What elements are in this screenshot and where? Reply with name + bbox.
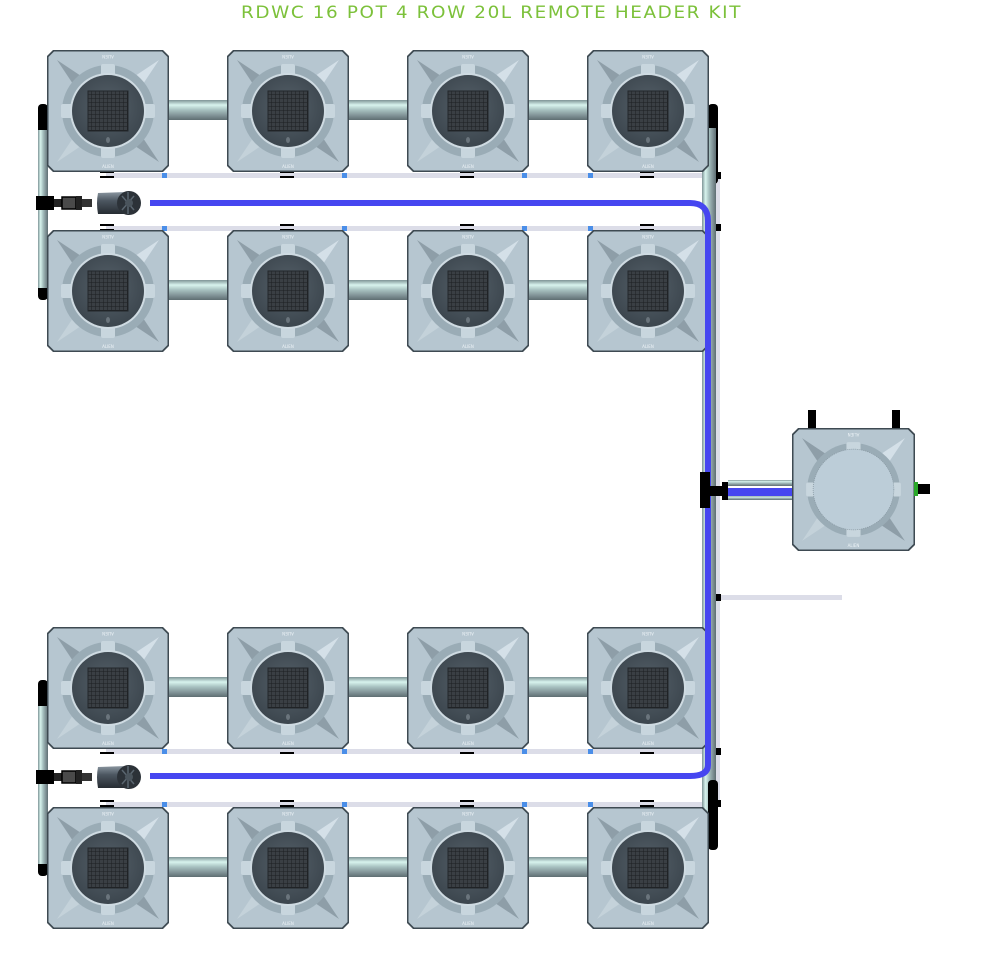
rail-clip <box>640 176 654 178</box>
rail-lower-bottom <box>106 802 716 807</box>
rail-clip <box>640 805 654 807</box>
pump-upper <box>36 190 142 216</box>
pot-pot-3-2 <box>227 627 349 749</box>
rail-marker <box>588 802 593 807</box>
rail-clips <box>100 171 654 807</box>
connector-pipe <box>167 677 229 697</box>
rail-marker <box>342 802 347 807</box>
rail-marker <box>522 749 527 754</box>
rail-clip <box>460 752 474 754</box>
pots <box>47 50 709 929</box>
rail-clip <box>280 176 294 178</box>
pot-pot-2-4 <box>587 230 709 352</box>
rail-marker <box>162 749 167 754</box>
rail-marker <box>588 226 593 231</box>
pot-pot-4-2 <box>227 807 349 929</box>
rail-clip <box>640 800 654 802</box>
rail-clip <box>100 224 114 226</box>
connector-pipe <box>167 100 229 120</box>
rail-lower-top <box>106 749 716 754</box>
rail-clip <box>640 171 654 173</box>
rail-clip <box>280 171 294 173</box>
rail-clip <box>100 752 114 754</box>
rail-marker <box>588 749 593 754</box>
pot-connector-pipes <box>167 100 589 877</box>
pot-pot-1-3 <box>407 50 529 172</box>
diagram-title: RDWC 16 POT 4 ROW 20L REMOTE HEADER KIT <box>240 3 743 23</box>
connector-pipe <box>347 280 409 300</box>
pot-pot-1-2 <box>227 50 349 172</box>
rail-clip <box>280 752 294 754</box>
pot-pot-3-1 <box>47 627 169 749</box>
pot-pot-2-1 <box>47 230 169 352</box>
left-manifold <box>38 104 48 876</box>
rail-marker <box>588 173 593 178</box>
pot-pot-3-4 <box>587 627 709 749</box>
rail-marker <box>522 173 527 178</box>
pump-lower <box>36 764 142 790</box>
pot-pot-4-1 <box>47 807 169 929</box>
rail-clip <box>100 171 114 173</box>
rail-clip <box>280 805 294 807</box>
connector-pipe <box>527 280 589 300</box>
return-line-to-header <box>706 488 794 496</box>
pot-pot-4-3 <box>407 807 529 929</box>
connector-pipe <box>347 857 409 877</box>
rail-marker <box>342 749 347 754</box>
pot-pot-2-2 <box>227 230 349 352</box>
rail-clip <box>100 800 114 802</box>
connector-pipe <box>527 857 589 877</box>
rail-clip <box>460 176 474 178</box>
connector-pipe <box>347 677 409 697</box>
rail-clip <box>100 805 114 807</box>
rail-marker <box>342 226 347 231</box>
rail-marker <box>522 226 527 231</box>
rail-clip <box>460 805 474 807</box>
rail-marker <box>522 802 527 807</box>
rail-clip <box>460 171 474 173</box>
header-feed <box>700 472 794 508</box>
rail-clip <box>640 752 654 754</box>
connector-pipe <box>167 857 229 877</box>
rail-marker <box>342 173 347 178</box>
connector-pipe <box>527 677 589 697</box>
rail-clip <box>280 800 294 802</box>
connector-pipe <box>347 100 409 120</box>
rail-clip <box>280 224 294 226</box>
rail-clip <box>100 176 114 178</box>
remote-header-tank <box>792 410 930 551</box>
rail-upper-bottom <box>106 226 716 231</box>
pot-pot-1-1 <box>47 50 169 172</box>
rail-clip <box>460 800 474 802</box>
rail-marker <box>162 226 167 231</box>
pot-pot-3-3 <box>407 627 529 749</box>
rail-upper-top <box>106 173 716 178</box>
rail-side-extension <box>718 595 842 600</box>
rail-marker <box>162 173 167 178</box>
rail-marker <box>162 802 167 807</box>
pot-pot-2-3 <box>407 230 529 352</box>
pot-pot-4-4 <box>587 807 709 929</box>
rail-clip <box>460 224 474 226</box>
rail-clip <box>640 224 654 226</box>
pot-pot-1-4 <box>587 50 709 172</box>
connector-pipe <box>167 280 229 300</box>
connector-pipe <box>527 100 589 120</box>
